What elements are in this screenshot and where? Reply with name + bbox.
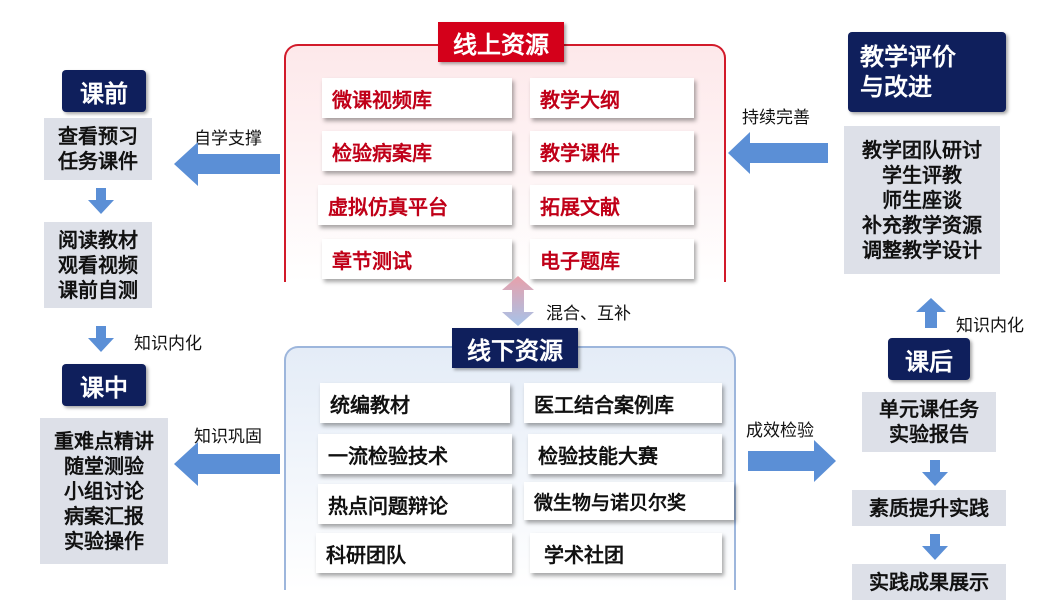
down-arrow-icon: [88, 326, 114, 352]
down-arrow-icon: [922, 534, 948, 560]
in-class-box: 重难点精讲 随堂测验 小组讨论 病案汇报 实验操作: [40, 418, 168, 564]
offline-resources-title: 线下资源: [452, 328, 578, 368]
left-arrow-icon: [174, 442, 280, 486]
quality-practice-box: 素质提升实践: [852, 490, 1006, 526]
online-item: 检验病案库: [322, 131, 512, 171]
pre-class-task-line: 查看预习: [58, 124, 138, 148]
consolidate-label: 知识巩固: [194, 427, 262, 447]
after-internalize-label: 知识内化: [956, 316, 1024, 336]
in-class-line: 小组讨论: [64, 478, 144, 503]
pre-class-study-box: 阅读教材 观看视频 课前自测: [44, 222, 152, 308]
practice-result-box: 实践成果展示: [852, 564, 1006, 600]
evaluation-title-line: 与改进: [860, 73, 932, 101]
pre-class-task-box: 查看预习 任务课件: [44, 118, 152, 180]
after-class-task-box: 单元课任务 实验报告: [862, 392, 996, 452]
internalize-label: 知识内化: [134, 334, 202, 354]
pre-class-study-line: 阅读教材: [58, 227, 138, 252]
online-item: 教学课件: [530, 131, 694, 171]
online-item: 章节测试: [322, 239, 512, 279]
pre-class-task-line: 任务课件: [58, 149, 138, 173]
online-item: 教学大纲: [530, 78, 694, 118]
offline-item: 检验技能大赛: [528, 434, 722, 474]
down-arrow-icon: [88, 188, 114, 214]
offline-item: 科研团队: [316, 533, 512, 573]
continuous-improve-label: 持续完善: [742, 108, 810, 128]
online-resources-title: 线上资源: [438, 22, 564, 62]
effect-check-label: 成效检验: [746, 421, 814, 441]
offline-item: 医工结合案例库: [524, 383, 722, 423]
in-class-line: 重难点精讲: [54, 428, 154, 453]
after-class-task-line: 单元课任务: [879, 397, 979, 421]
pre-class-study-line: 观看视频: [58, 252, 138, 277]
evaluation-box: 教学团队研讨 学生评教 师生座谈 补充教学资源 调整教学设计: [844, 126, 1000, 274]
self-study-label: 自学支撑: [194, 129, 262, 149]
down-arrow-icon: [922, 460, 948, 486]
in-class-title: 课中: [62, 364, 146, 406]
offline-item: 统编教材: [320, 383, 510, 423]
evaluation-line: 教学团队研讨: [862, 137, 982, 162]
evaluation-title: 教学评价 与改进: [848, 32, 1006, 112]
left-arrow-icon: [174, 142, 280, 186]
after-class-title: 课后: [888, 338, 970, 380]
online-item: 拓展文献: [530, 185, 694, 225]
left-arrow-icon: [728, 132, 828, 174]
online-item: 虚拟仿真平台: [318, 185, 512, 225]
offline-item: 微生物与诺贝尔奖: [524, 482, 734, 520]
online-item: 电子题库: [530, 239, 694, 279]
in-class-line: 随堂测验: [64, 453, 144, 478]
evaluation-line: 补充教学资源: [862, 212, 982, 237]
in-class-line: 实验操作: [64, 528, 144, 553]
pre-class-title: 课前: [62, 70, 146, 112]
up-arrow-icon: [916, 298, 946, 328]
evaluation-line: 调整教学设计: [862, 237, 982, 262]
right-arrow-icon: [748, 440, 836, 482]
pre-class-study-line: 课前自测: [58, 277, 138, 302]
evaluation-title-line: 教学评价: [860, 43, 956, 71]
mix-complement-label: 混合、互补: [546, 304, 631, 324]
offline-item: 一流检验技术: [318, 434, 512, 474]
in-class-line: 病案汇报: [64, 503, 144, 528]
online-item: 微课视频库: [322, 78, 512, 118]
double-arrow-icon: [502, 276, 534, 326]
evaluation-line: 学生评教: [882, 162, 962, 187]
offline-item: 学术社团: [530, 533, 722, 573]
evaluation-line: 师生座谈: [882, 187, 962, 212]
offline-item: 热点问题辩论: [318, 484, 512, 524]
after-class-task-line: 实验报告: [889, 422, 969, 446]
